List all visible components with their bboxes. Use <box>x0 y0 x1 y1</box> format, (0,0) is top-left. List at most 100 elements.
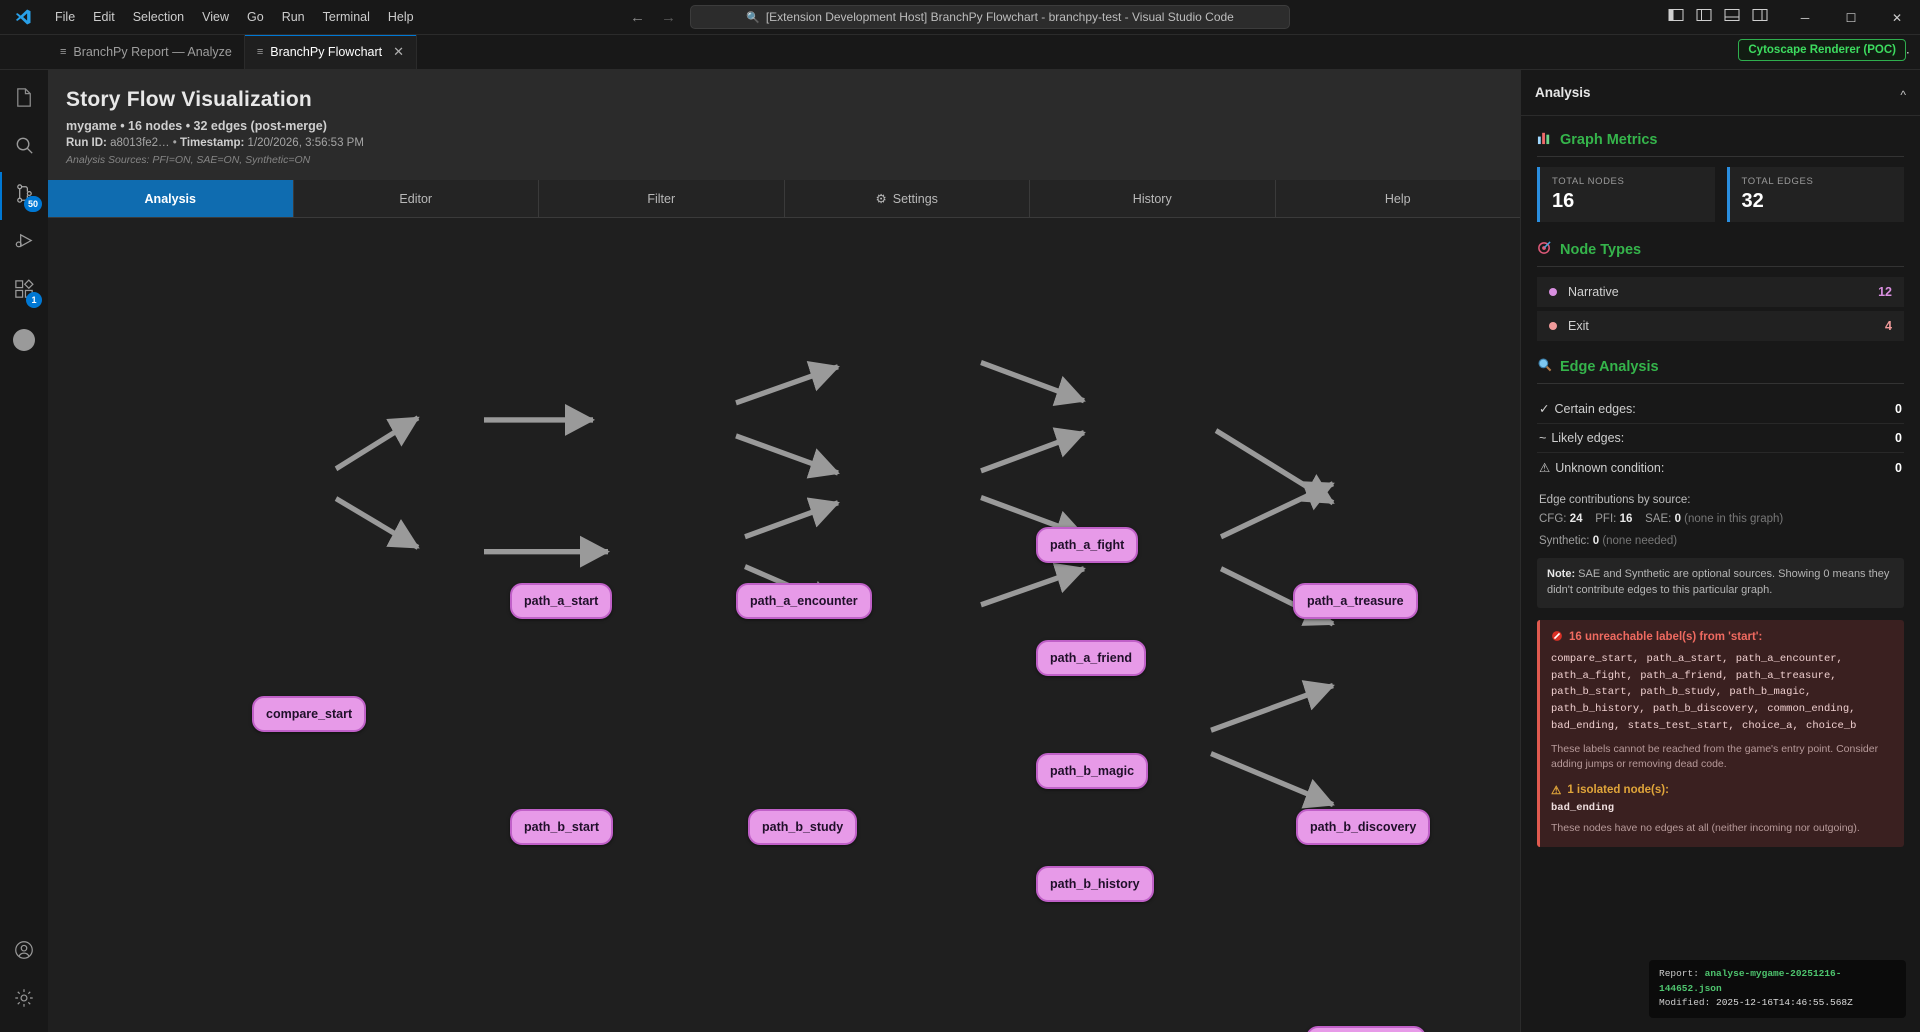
node-types-heading: Node Types <box>1537 240 1904 259</box>
node-type-row-narrative: Narrative 12 <box>1537 277 1904 307</box>
unreachable-labels: compare_start, path_a_start, path_a_enco… <box>1551 652 1857 733</box>
node-type-label: Exit <box>1568 319 1589 333</box>
run-id-label: Run ID: <box>66 137 107 149</box>
graph-node-path-a-encounter[interactable]: path_a_encounter <box>736 583 872 619</box>
isolated-title: 1 isolated node(s): <box>1567 784 1669 797</box>
activity-item-run-and-debug[interactable] <box>0 220 48 268</box>
bar-chart-icon <box>1537 130 1552 149</box>
no-entry-icon <box>1551 630 1563 645</box>
preview-file-icon: ≡ <box>60 46 67 58</box>
chat-circle-icon <box>13 329 35 351</box>
quick-input-text: [Extension Development Host] BranchPy Fl… <box>765 10 1234 24</box>
metric-total-edges: TOTAL EDGES 32 <box>1726 167 1904 222</box>
menu-view[interactable]: View <box>202 10 230 24</box>
tab-label: Analysis <box>144 191 196 206</box>
tab-settings[interactable]: ⚙ Settings <box>785 180 1030 217</box>
editor-tab-branchpy-flowchart[interactable]: ≡ BranchPy Flowchart ✕ <box>244 35 418 69</box>
graph-edges <box>334 360 1335 809</box>
flowchart-webview: Story Flow Visualization mygame • 16 nod… <box>48 70 1520 1032</box>
tab-history[interactable]: History <box>1030 180 1276 217</box>
activity-item-chat[interactable] <box>0 316 48 364</box>
section-title: Edge Analysis <box>1560 358 1659 375</box>
menu-go[interactable]: Go <box>247 10 264 24</box>
node-type-label: Narrative <box>1568 285 1619 299</box>
chevron-up-icon[interactable]: ^ <box>1900 88 1906 102</box>
run-debug-icon <box>13 230 36 258</box>
tab-editor[interactable]: Editor <box>294 180 539 217</box>
tab-filter[interactable]: Filter <box>539 180 785 217</box>
window-maximize-button[interactable]: ☐ <box>1845 10 1857 25</box>
graph-node-compare-start[interactable]: compare_start <box>252 696 367 732</box>
project-name: mygame • 16 nodes • 32 edges (post-merge… <box>66 119 327 133</box>
graph-metrics-heading: Graph Metrics <box>1537 130 1904 149</box>
side-panel-header: Analysis Cytoscape Renderer (POC) ^ <box>1521 39 1920 116</box>
graph-node-path-a-friend[interactable]: path_a_friend <box>1036 640 1146 676</box>
node-label: path_a_encounter <box>750 594 858 608</box>
graph-node-path-a-fight[interactable]: path_a_fight <box>1036 527 1139 563</box>
graph-node-path-a-start[interactable]: path_a_start <box>510 583 613 619</box>
webview-header: Story Flow Visualization mygame • 16 nod… <box>48 70 1520 180</box>
graph-canvas[interactable]: compare_start path_a_start path_a_encoun… <box>48 218 1520 1032</box>
close-icon[interactable]: ✕ <box>393 44 405 59</box>
analysis-side-panel: Analysis Cytoscape Renderer (POC) ^ Grap… <box>1520 39 1920 1032</box>
activity-item-source-control[interactable]: 50 <box>0 172 48 220</box>
edge-row-value: 0 <box>1895 460 1902 475</box>
quick-input-bar[interactable]: 🔍 [Extension Development Host] BranchPy … <box>690 5 1290 29</box>
timestamp-value: 1/20/2026, 3:56:53 PM <box>247 137 364 149</box>
graph-node-stats-test-start[interactable]: stats_test_start <box>1306 1026 1427 1032</box>
tab-help[interactable]: Help <box>1276 180 1521 217</box>
tab-analysis[interactable]: Analysis <box>48 180 294 217</box>
menu-terminal[interactable]: Terminal <box>322 10 370 24</box>
timestamp-label: Timestamp: <box>180 137 245 149</box>
menu-help[interactable]: Help <box>387 10 414 24</box>
customize-layout-icon[interactable] <box>1752 7 1768 28</box>
sae-label: SAE: <box>1645 513 1672 525</box>
arrow-right-icon[interactable]: → <box>661 8 676 26</box>
isolated-description: These nodes have no edges at all (neithe… <box>1551 822 1860 835</box>
activity-item-search[interactable] <box>0 124 48 172</box>
tilde-icon: ~ <box>1539 431 1547 445</box>
window-minimize-button[interactable]: ─ <box>1800 10 1810 25</box>
menu-selection[interactable]: Selection <box>132 10 185 24</box>
arrow-left-icon[interactable]: ← <box>630 8 645 26</box>
preview-file-icon: ≡ <box>256 46 264 58</box>
node-type-count: 12 <box>1878 285 1892 299</box>
analysis-sources: Analysis Sources: PFI=ON, SAE=ON, Synthe… <box>66 154 311 166</box>
graph-summary: mygame • 16 nodes • 32 edges (post-merge… <box>66 119 1520 133</box>
window-close-button[interactable]: ✕ <box>1891 10 1903 25</box>
menu-run[interactable]: Run <box>281 10 305 24</box>
note-prefix: Note: <box>1547 568 1576 580</box>
graph-node-path-b-magic[interactable]: path_b_magic <box>1036 753 1149 789</box>
edge-analysis-heading: Edge Analysis <box>1537 357 1904 376</box>
warning-triangle-icon: ⚠ <box>1539 461 1551 475</box>
activity-item-accounts[interactable] <box>0 928 48 976</box>
node-type-count: 4 <box>1885 319 1892 333</box>
activity-item-explorer[interactable] <box>0 76 48 124</box>
webview-tab-bar: Analysis Editor Filter ⚙ Settings Histor… <box>48 180 1520 218</box>
node-label: path_b_discovery <box>1310 820 1417 834</box>
synthetic-line: Synthetic: 0 (none needed) <box>1539 535 1904 547</box>
menu-file[interactable]: File <box>55 10 76 24</box>
node-label: path_b_study <box>762 820 844 834</box>
activity-item-extensions[interactable]: 1 <box>0 268 48 316</box>
search-icon <box>13 134 36 162</box>
meta-separator: • <box>172 137 177 149</box>
graph-node-path-b-study[interactable]: path_b_study <box>748 809 858 845</box>
editor-tab-branchpy-report[interactable]: ≡ BranchPy Report — Analyze <box>48 35 245 69</box>
node-label: path_a_friend <box>1050 651 1132 665</box>
menu-bar[interactable]: File Edit Selection View Go Run Terminal… <box>46 6 423 28</box>
menu-edit[interactable]: Edit <box>93 10 115 24</box>
note-text: SAE and Synthetic are optional sources. … <box>1547 568 1890 596</box>
side-panel-body: Graph Metrics TOTAL NODES 16 TOTAL EDGES… <box>1521 116 1920 1032</box>
activity-bar: 50 1 <box>0 70 48 1032</box>
graph-node-path-b-start[interactable]: path_b_start <box>510 809 614 845</box>
graph-node-path-b-discovery[interactable]: path_b_discovery <box>1296 809 1431 845</box>
activity-item-manage[interactable] <box>0 976 48 1024</box>
tab-label: Settings <box>892 191 938 206</box>
toggle-primary-sidebar-icon[interactable] <box>1668 7 1684 28</box>
cfg-label: CFG: <box>1539 513 1567 525</box>
graph-node-path-a-treasure[interactable]: path_a_treasure <box>1293 583 1418 619</box>
graph-node-path-b-history[interactable]: path_b_history <box>1036 866 1154 902</box>
toggle-panel-icon[interactable] <box>1724 7 1740 28</box>
toggle-secondary-sidebar-icon[interactable] <box>1696 7 1712 28</box>
